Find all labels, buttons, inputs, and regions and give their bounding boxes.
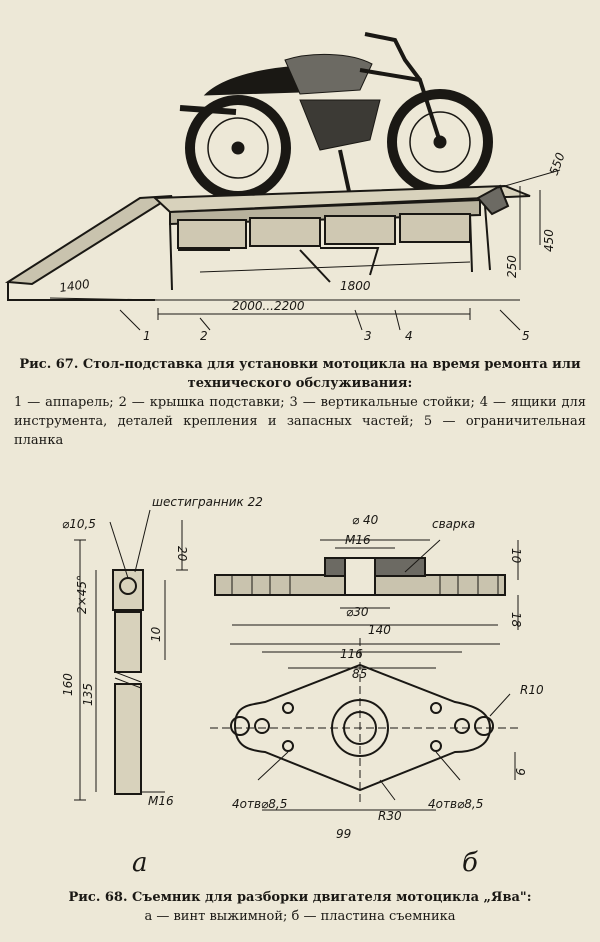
plate-weld-label: сварка xyxy=(432,517,475,531)
plate-dim-9: 9 xyxy=(513,768,527,776)
bolt-dim-160: 160 xyxy=(61,673,75,696)
label-a: а xyxy=(132,848,148,878)
plate-dim-40: ⌀ 40 xyxy=(352,513,379,527)
plate-dim-116: 116 xyxy=(340,647,363,661)
callout-1: 1 xyxy=(143,329,151,343)
bolt-chamfer: 2×45° xyxy=(75,575,89,614)
label-b: б xyxy=(462,848,478,878)
plate-dim-30: ⌀30 xyxy=(346,605,369,619)
plate-dim-140: 140 xyxy=(368,623,391,637)
plate-radius-30: R30 xyxy=(378,809,402,823)
dim-1400: 1400 xyxy=(58,277,91,295)
stand-illustration xyxy=(4,169,561,331)
callout-5: 5 xyxy=(522,329,530,343)
fig67-drawing: 1400 1800 2000...2200 550 450 250 1 2 3 … xyxy=(4,32,568,343)
dim-250: 250 xyxy=(505,255,519,278)
plate-section-drawing xyxy=(214,539,519,630)
callout-3: 3 xyxy=(364,329,372,343)
callout-4: 4 xyxy=(405,329,413,343)
plate-thread: М16 xyxy=(345,533,371,547)
plate-dim-85: 85 xyxy=(352,667,367,681)
plate-radius-10: R10 xyxy=(520,683,544,697)
bolt-thread: М16 xyxy=(148,794,174,808)
dim-450: 450 xyxy=(542,229,556,252)
plate-dim-10: 10 xyxy=(509,548,523,564)
fig68-caption-title: Рис. 68. Съемник для разборки двигателя … xyxy=(68,890,532,905)
fig68-drawing: шестигранник 22 ⌀10,5 20 2×45° 10 160 13… xyxy=(61,495,544,841)
bolt-dim-135: 135 xyxy=(81,683,95,706)
plate-holes-right: 4отв⌀8,5 xyxy=(428,797,483,811)
fig68-caption-legend: а — винт выжимной; б — пластина съемника xyxy=(144,909,456,924)
dim-1800: 1800 xyxy=(340,279,371,293)
fig67-caption-legend: 1 — аппарель; 2 — крышка подставки; 3 — … xyxy=(14,395,586,448)
plate-dim-99: 99 xyxy=(336,827,351,841)
bolt-dim-20: 20 xyxy=(175,546,189,562)
dim-2000-2200: 2000...2200 xyxy=(232,299,305,313)
plate-plan-drawing xyxy=(210,638,520,811)
callout-2: 2 xyxy=(200,329,208,343)
bolt-dim-10: 10 xyxy=(149,626,163,642)
bolt-hex-label: шестигранник 22 xyxy=(152,495,263,509)
plate-dim-18: 18 xyxy=(509,612,523,628)
dim-550: 550 xyxy=(547,150,568,177)
plate-holes-left: 4отв⌀8,5 xyxy=(232,797,287,811)
fig68-caption: Рис. 68. Съемник для разборки двигателя … xyxy=(14,888,586,926)
fig67-caption: Рис. 67. Стол-подставка для установки мо… xyxy=(14,355,586,450)
bolt-drawing xyxy=(74,509,188,801)
fig67-caption-title: Рис. 67. Стол-подставка для установки мо… xyxy=(19,357,581,391)
motorcycle-illustration xyxy=(179,32,493,201)
bolt-diameter: ⌀10,5 xyxy=(62,517,96,531)
